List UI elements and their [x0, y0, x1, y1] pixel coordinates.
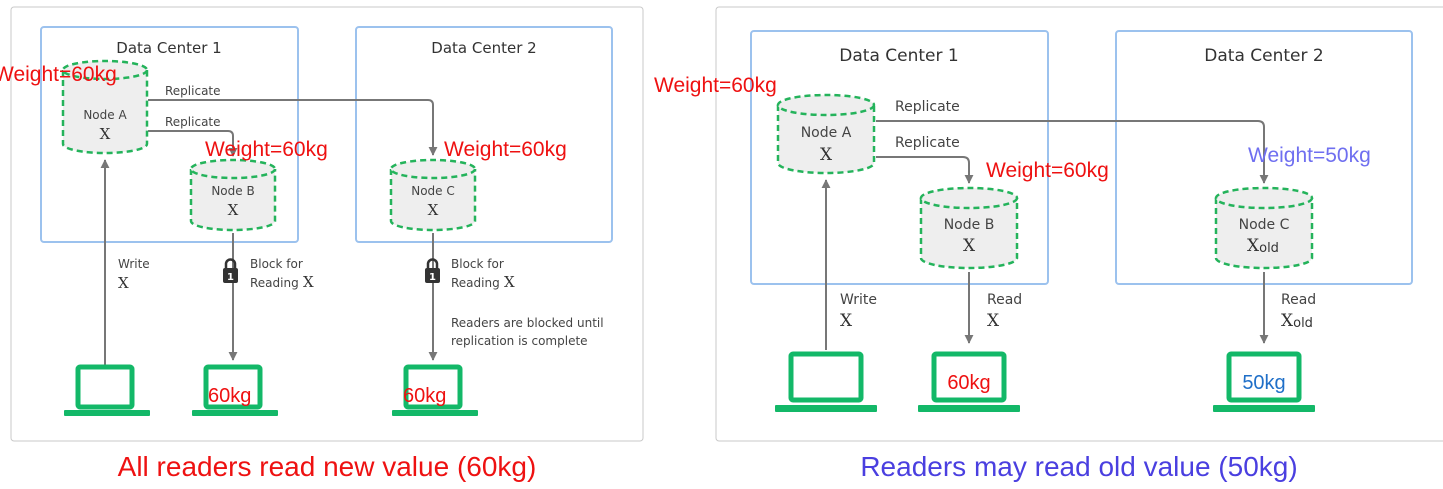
right-caption: Readers may read old value (50kg)	[860, 451, 1297, 482]
lock-icon: 1	[425, 258, 440, 283]
right-weight-node-a: Weight=60kg	[654, 74, 777, 97]
right-read-b-var: X	[987, 311, 1000, 331]
right-laptop-reader-b: 60kg	[918, 351, 1020, 412]
right-dc2-title: Data Center 2	[1204, 46, 1323, 66]
left-replicate-label-1: Replicate	[165, 84, 221, 98]
left-note-line2: replication is complete	[451, 334, 588, 348]
right-replicate-label-1: Replicate	[895, 99, 960, 115]
right-replicate-arrow-b	[876, 156, 974, 184]
left-block-b-line2: Reading	[250, 276, 299, 290]
left-laptop-writer	[64, 364, 150, 416]
right-node-a: Node A X	[776, 93, 876, 175]
right-panel: Data Center 1 Data Center 2 Replicate Re…	[654, 6, 1443, 482]
right-screen-value-b: 60kg	[947, 372, 990, 394]
right-weight-node-c: Weight=50kg	[1248, 144, 1371, 167]
left-replicate-arrow-c	[148, 99, 438, 156]
left-node-a: Node A X	[61, 59, 149, 155]
right-node-b: Node B X	[919, 186, 1019, 270]
right-node-c-var: Xold	[1247, 236, 1279, 256]
right-read-c-var: Xold	[1281, 311, 1313, 331]
right-laptop-reader-c: 50kg	[1213, 351, 1315, 412]
right-write-var: X	[840, 311, 853, 331]
left-note-line1: Readers are blocked until	[451, 316, 604, 330]
left-node-c-var: X	[428, 201, 439, 219]
svg-text:1: 1	[227, 272, 234, 283]
left-caption: All readers read new value (60kg)	[118, 451, 537, 482]
left-weight-node-c: Weight=60kg	[444, 138, 567, 161]
left-block-c-var: X	[504, 273, 515, 291]
left-dc1-box	[40, 26, 299, 243]
right-node-b-var: X	[963, 236, 976, 256]
right-read-b-label: Read	[987, 292, 1022, 308]
left-node-c: Node C X	[389, 158, 477, 232]
right-panel-frame	[715, 6, 1443, 442]
left-screen-value-c: 60kg	[403, 385, 446, 407]
left-laptop-reader-c: 60kg	[392, 364, 478, 416]
left-dc2-box	[355, 26, 613, 243]
left-replicate-arrow-b	[148, 130, 238, 157]
left-weight-node-b: Weight=60kg	[205, 138, 328, 161]
right-read-c-label: Read	[1281, 292, 1316, 308]
left-weight-node-a: Weight=60kg	[0, 63, 117, 86]
left-block-c-line2: Reading	[451, 276, 500, 290]
right-node-a-var: X	[820, 145, 833, 165]
right-screen-value-c: 50kg	[1242, 372, 1285, 394]
left-node-b-label: Node B	[211, 184, 254, 198]
left-block-b-var: X	[303, 273, 314, 291]
right-laptop-writer	[775, 351, 877, 412]
right-write-label: Write	[840, 292, 877, 308]
right-node-c: Node C Xold	[1214, 186, 1314, 270]
left-write-var: X	[118, 274, 129, 292]
right-node-b-label: Node B	[944, 217, 995, 233]
left-node-b-var: X	[228, 201, 239, 219]
right-node-c-label: Node C	[1239, 217, 1290, 233]
left-panel-frame	[10, 6, 644, 442]
left-dc1-title: Data Center 1	[116, 39, 221, 57]
left-screen-value-b: 60kg	[208, 385, 251, 407]
left-block-c-line1: Block for	[451, 257, 504, 271]
left-panel: Data Center 1 Data Center 2 Replicate Re…	[0, 6, 644, 482]
left-laptop-reader-b: 60kg	[192, 364, 278, 416]
lock-icon: 1	[223, 258, 238, 283]
svg-text:1: 1	[429, 272, 436, 283]
right-dc1-box	[750, 30, 1049, 285]
left-dc2-title: Data Center 2	[431, 39, 536, 57]
right-replicate-label-2: Replicate	[895, 135, 960, 151]
right-replicate-arrow-c	[876, 120, 1269, 184]
left-node-c-label: Node C	[411, 184, 455, 198]
left-node-a-var: X	[100, 125, 111, 143]
right-dc1-title: Data Center 1	[839, 46, 958, 66]
left-block-b-line1: Block for	[250, 257, 303, 271]
left-write-label: Write	[118, 257, 150, 271]
right-weight-node-b: Weight=60kg	[986, 159, 1109, 182]
left-replicate-label-2: Replicate	[165, 115, 221, 129]
left-node-b: Node B X	[189, 158, 277, 232]
left-node-a-label: Node A	[83, 108, 127, 122]
right-node-a-label: Node A	[801, 125, 852, 141]
